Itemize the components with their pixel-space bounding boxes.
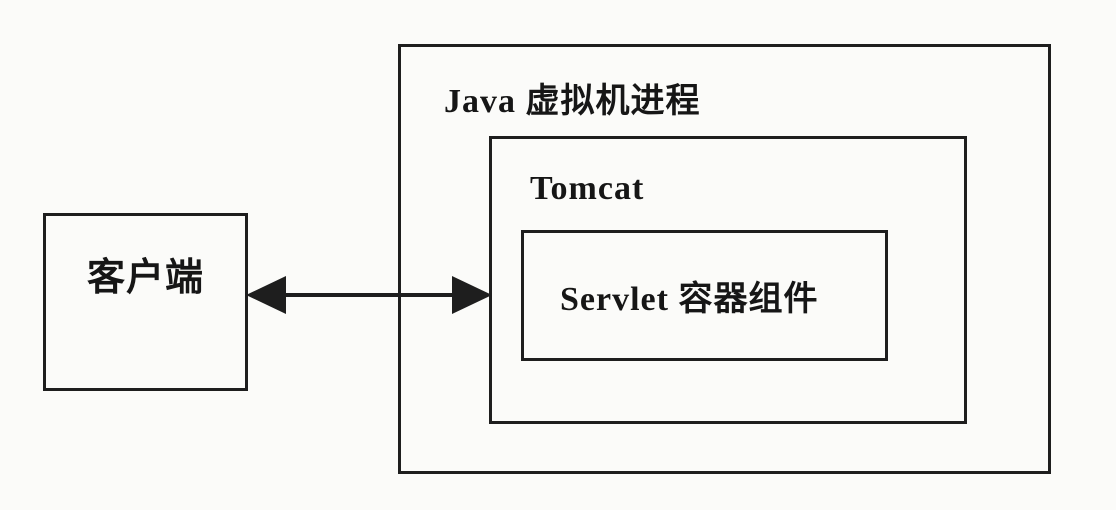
client-box-label: 客户端 — [86, 257, 204, 299]
arrowhead-right-icon — [452, 276, 492, 314]
jvm-process-label: Java 虚拟机进程 — [444, 83, 701, 120]
jvm-process-box: Java 虚拟机进程 Tomcat Servlet 容器组件 — [398, 44, 1051, 474]
arrowhead-left-icon — [246, 276, 286, 314]
client-box: 客户端 — [43, 213, 248, 391]
double-arrow-connector — [246, 276, 492, 314]
servlet-container-box: Servlet 容器组件 — [521, 230, 888, 361]
tomcat-box: Tomcat Servlet 容器组件 — [489, 136, 967, 424]
tomcat-label: Tomcat — [530, 170, 645, 207]
servlet-container-label: Servlet 容器组件 — [560, 281, 819, 318]
